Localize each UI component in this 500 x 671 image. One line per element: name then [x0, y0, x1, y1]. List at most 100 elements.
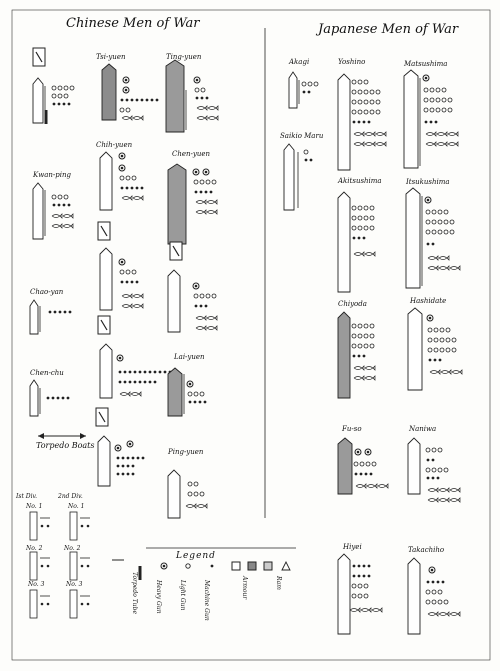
torpedo-boat-mark: [40, 602, 44, 606]
light-gun-mark: [369, 99, 375, 105]
ship-hull: [101, 63, 117, 121]
torpedo-fish-mark: [427, 255, 439, 261]
light-gun-mark: [363, 215, 369, 221]
heavy-gun-mark: [192, 168, 200, 176]
machine-gun-mark: [67, 203, 71, 207]
machine-gun-mark: [426, 580, 430, 584]
torpedo-fish-mark: [132, 195, 144, 201]
light-gun-mark: [205, 293, 211, 299]
torpedo-boat-label: No. 1: [68, 503, 85, 510]
machine-gun-mark: [116, 472, 120, 476]
light-gun-mark: [187, 481, 193, 487]
machine-gun-mark: [148, 380, 152, 384]
machine-gun-mark: [135, 98, 139, 102]
light-gun-mark: [125, 107, 131, 113]
heavy-gun-mark: [422, 74, 430, 82]
machine-gun-mark: [357, 236, 361, 240]
light-gun-mark: [445, 327, 451, 333]
machine-gun-mark: [140, 186, 144, 190]
torpedo-fish-mark: [436, 131, 448, 137]
machine-gun-mark: [362, 574, 366, 578]
heavy-gun-mark: [122, 76, 130, 84]
light-gun-mark: [435, 87, 441, 93]
machine-gun-mark: [429, 120, 433, 124]
light-gun-mark: [357, 89, 363, 95]
machine-gun-mark: [120, 186, 124, 190]
flag-mark: [100, 319, 108, 331]
ship-hull: [32, 77, 44, 124]
machine-gun-mark: [150, 98, 154, 102]
torpedo-boat-mark: [46, 602, 50, 606]
torpedo-fish-mark: [360, 607, 372, 613]
light-gun-mark: [57, 93, 63, 99]
torpedo-fish-mark: [427, 497, 439, 503]
heavy-gun-mark: [202, 168, 210, 176]
machine-gun-mark: [120, 98, 124, 102]
torpedo-arrow-head: [38, 433, 86, 439]
torpedo-fish-mark: [207, 115, 219, 121]
light-gun-mark: [125, 269, 131, 275]
heavy-gun-core: [124, 88, 128, 92]
torpedo-boat-label: No. 3: [28, 581, 45, 588]
light-gun-mark: [357, 323, 363, 329]
light-gun-mark: [451, 347, 457, 353]
light-gun-mark: [425, 447, 431, 453]
heavy-gun-core: [162, 564, 166, 568]
light-gun-mark: [359, 461, 365, 467]
light-gun-mark: [351, 89, 357, 95]
machine-gun-mark: [68, 310, 72, 314]
light-gun-mark: [363, 583, 369, 589]
machine-gun-mark: [57, 102, 61, 106]
machine-gun-mark: [120, 280, 124, 284]
heavy-gun-core: [194, 170, 198, 174]
legend-label-armour: Armour: [241, 576, 248, 600]
light-gun-mark: [357, 99, 363, 105]
heavy-gun-mark: [354, 448, 362, 456]
light-gun-mark: [369, 343, 375, 349]
light-gun-mark: [425, 229, 431, 235]
ship-hull: [97, 435, 111, 487]
light-gun-mark: [447, 97, 453, 103]
torpedo-fish-mark: [132, 303, 144, 309]
ship-label: Chen-chu: [30, 369, 64, 377]
torpedo-boat-mark: [46, 524, 50, 528]
machine-gun-mark: [352, 236, 356, 240]
light-gun-mark: [357, 225, 363, 231]
machine-gun-mark: [48, 310, 52, 314]
torpedo-fish-mark: [427, 487, 439, 493]
torpedo-boat-mark: [80, 602, 84, 606]
legend-mark: [263, 561, 273, 571]
light-gun-mark: [375, 109, 381, 115]
torpedo-fish-mark: [449, 611, 461, 617]
torpedo-fish-mark: [449, 497, 461, 503]
machine-gun-mark: [436, 580, 440, 584]
light-gun-mark: [429, 97, 435, 103]
light-gun-mark: [313, 81, 319, 87]
machine-gun-mark: [200, 96, 204, 100]
light-gun-mark: [205, 179, 211, 185]
machine-gun-mark: [209, 190, 213, 194]
ship-label: Chen-yuen: [172, 150, 210, 158]
light-gun-mark: [193, 481, 199, 487]
torpedo-boat-mark: [86, 564, 90, 568]
machine-gun-mark: [158, 370, 162, 374]
light-gun-mark: [439, 327, 445, 333]
machine-gun-mark: [309, 158, 313, 162]
light-gun-mark: [437, 219, 443, 225]
torpedo-fish-mark: [51, 223, 63, 229]
ship-hull: [405, 187, 421, 289]
machine-gun-mark: [118, 380, 122, 384]
machine-gun-mark: [352, 120, 356, 124]
ship-label: Itsukushima: [406, 178, 450, 186]
legend-mark: [210, 564, 214, 568]
torpedo-fish-mark: [62, 213, 74, 219]
heavy-gun-mark: [122, 86, 130, 94]
light-gun-mark: [357, 205, 363, 211]
machine-gun-mark: [57, 203, 61, 207]
light-gun-mark: [307, 81, 313, 87]
light-gun-mark: [369, 333, 375, 339]
heavy-gun-core: [120, 154, 124, 158]
heavy-gun-mark: [114, 444, 122, 452]
heavy-gun-mark: [118, 164, 126, 172]
machine-gun-mark: [131, 472, 135, 476]
